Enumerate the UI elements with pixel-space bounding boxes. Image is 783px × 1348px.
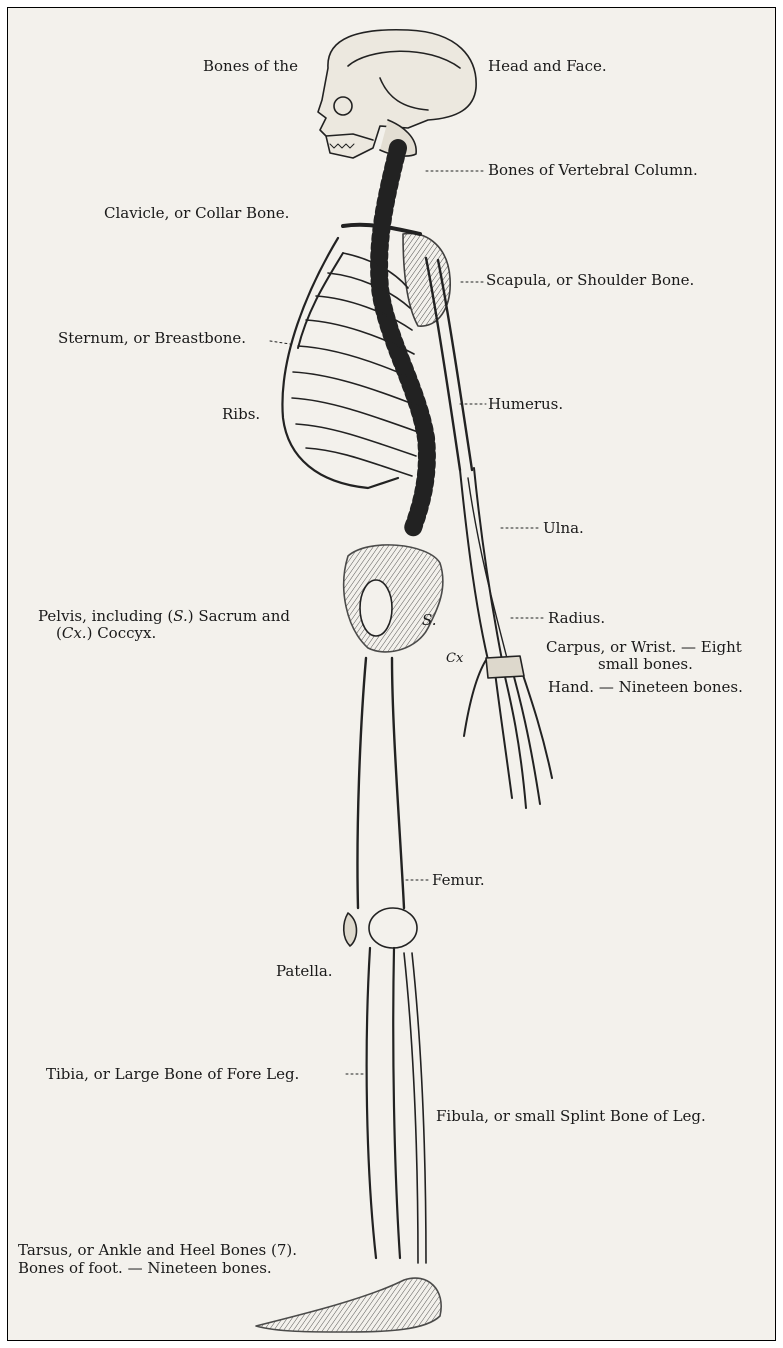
sacrum-marker: S. bbox=[422, 612, 437, 629]
pelvis bbox=[344, 545, 443, 652]
label-humerus: Humerus. bbox=[488, 396, 563, 413]
label-carpus-line2: small bones. bbox=[598, 656, 693, 673]
coccyx-text-b: ) Coccyx. bbox=[87, 624, 157, 642]
label-radius: Radius. bbox=[548, 610, 605, 627]
ulna-bone bbox=[460, 468, 502, 660]
label-carpus-line1: Carpus, or Wrist. — Eight bbox=[546, 639, 742, 656]
skeleton-plate: Bones of the Head and Face. Bones of Ver… bbox=[7, 7, 776, 1341]
label-ribs: Ribs. bbox=[222, 406, 260, 423]
pelvis-text-a: Pelvis, including ( bbox=[38, 607, 173, 625]
label-foot: Bones of foot. — Nineteen bones. bbox=[18, 1260, 272, 1277]
skull bbox=[318, 30, 476, 158]
label-scapula: Scapula, or Shoulder Bone. bbox=[486, 272, 694, 289]
label-ulna: Ulna. bbox=[543, 520, 584, 537]
label-pelvis-line1: Pelvis, including (S.) Sacrum and bbox=[38, 608, 290, 625]
coccyx-text-cx: Cx. bbox=[62, 624, 87, 642]
patella-bone bbox=[344, 913, 357, 946]
fibula-bone bbox=[404, 953, 426, 1263]
label-hand: Hand. — Nineteen bones. bbox=[548, 679, 743, 696]
femur-bone bbox=[357, 658, 404, 908]
label-femur: Femur. bbox=[432, 872, 485, 889]
label-tibia: Tibia, or Large Bone of Fore Leg. bbox=[46, 1066, 299, 1083]
label-tarsus: Tarsus, or Ankle and Heel Bones (7). bbox=[18, 1242, 297, 1259]
pelvis-text-s: S. bbox=[173, 607, 188, 625]
foot bbox=[256, 1278, 441, 1332]
coccyx-marker: Cx bbox=[446, 650, 463, 667]
label-sternum: Sternum, or Breastbone. bbox=[58, 330, 246, 347]
scapula bbox=[403, 233, 450, 326]
hand bbox=[464, 656, 552, 808]
label-vertebral-column: Bones of Vertebral Column. bbox=[488, 162, 698, 179]
label-fibula: Fibula, or small Splint Bone of Leg. bbox=[436, 1108, 706, 1125]
spine bbox=[379, 148, 427, 528]
label-pelvis-line2: (Cx.) Coccyx. bbox=[56, 625, 156, 642]
label-bones-head-right: Head and Face. bbox=[488, 58, 607, 75]
label-bones-head-left: Bones of the bbox=[203, 58, 298, 75]
tibia-bone bbox=[367, 948, 400, 1258]
pelvis-text-b: ) Sacrum and bbox=[188, 607, 290, 625]
label-patella: Patella. bbox=[276, 963, 333, 980]
radius-bone bbox=[468, 478, 508, 662]
label-clavicle: Clavicle, or Collar Bone. bbox=[104, 205, 289, 222]
